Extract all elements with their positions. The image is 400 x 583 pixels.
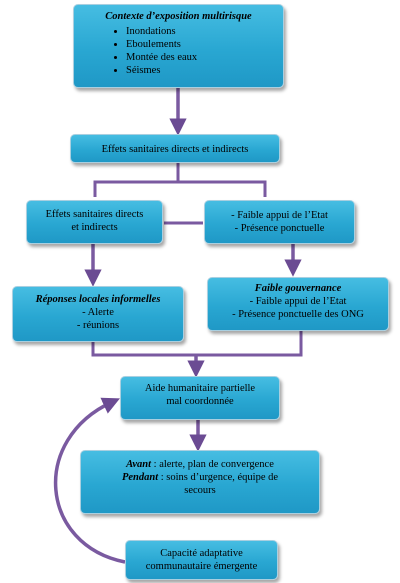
adaptive-capacity-line1: Capacité adaptative: [160, 548, 243, 559]
health-effects-left-box: Effets sanitaires directs et indirects: [26, 200, 163, 244]
health-effects-left-line2: et indirects: [71, 222, 118, 233]
risk-item: Eboulements: [126, 38, 283, 51]
phase-before-text: : alerte, plan de convergence: [151, 459, 274, 470]
health-effects-box: Effets sanitaires directs et indirects: [70, 134, 280, 163]
feedback-curve: [53, 397, 126, 564]
state-support-box: - Faible appui de l’Etat - Présence ponc…: [204, 200, 355, 244]
split-connector: [93, 180, 267, 197]
state-support-line2: - Présence ponctuelle: [234, 223, 325, 234]
humanitarian-aid-line1: Aide humanitaire partielle: [144, 383, 256, 394]
state-support-line1: - Faible appui de l’Etat: [231, 210, 328, 221]
phase-before-label: Avant: [126, 459, 152, 470]
adaptive-capacity-box: Capacité adaptative communautaire émerge…: [125, 540, 278, 580]
governance-box: Faible gouvernance - Faible appui de l’E…: [207, 277, 389, 331]
local-responses-line2: - réunions: [76, 320, 120, 331]
phase-during: Pendant : soins d’urgence, équipe de: [81, 471, 319, 484]
adaptive-capacity-line2: communautaire émergente: [145, 561, 258, 572]
phase-during-text: : soins d’urgence, équipe de: [158, 472, 279, 483]
context-title: Contexte d’exposition multirisque: [105, 11, 252, 22]
phases-box: Avant : alerte, plan de convergence Pend…: [80, 450, 320, 514]
governance-line1: - Faible appui de l’Etat: [249, 296, 347, 307]
phase-during-text2: secours: [184, 485, 216, 496]
local-responses-line1: - Alerte: [82, 307, 114, 318]
governance-title: Faible gouvernance: [254, 283, 342, 294]
risk-item: Montée des eaux: [126, 51, 283, 64]
local-responses-title: Réponses locales informelles: [35, 294, 161, 305]
risk-list: Inondations Eboulements Montée des eaux …: [74, 25, 283, 77]
phase-during-label: Pendant: [121, 472, 159, 483]
health-effects-text: Effets sanitaires directs et indirects: [101, 144, 249, 155]
health-effects-left-line1: Effets sanitaires directs: [45, 209, 144, 220]
phase-before: Avant : alerte, plan de convergence: [81, 458, 319, 471]
risk-item: Séismes: [126, 64, 283, 77]
risk-item: Inondations: [126, 25, 283, 38]
context-box: Contexte d’exposition multirisque Inonda…: [73, 4, 284, 88]
local-responses-box: Réponses locales informelles - Alerte - …: [12, 286, 184, 342]
humanitarian-aid-box: Aide humanitaire partielle mal coordonné…: [120, 376, 280, 420]
humanitarian-aid-line2: mal coordonnée: [166, 396, 234, 407]
governance-line2: - Présence ponctuelle des ONG: [232, 309, 364, 320]
